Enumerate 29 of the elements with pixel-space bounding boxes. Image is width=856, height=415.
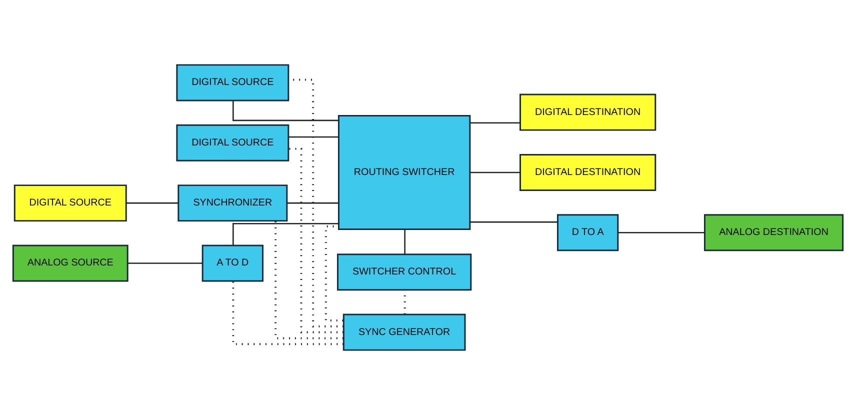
connector <box>324 225 344 322</box>
node-box: SYNC GENERATOR <box>342 314 466 351</box>
node-box: SYNCHRONIZER <box>178 184 288 222</box>
node-box: ANALOG DESTINATION <box>704 214 844 252</box>
connector <box>232 281 344 346</box>
connector <box>232 222 339 246</box>
connector <box>286 202 339 204</box>
node-box: D TO A <box>557 214 619 252</box>
connector <box>618 232 704 234</box>
connector <box>288 148 344 334</box>
node-box: A TO D <box>202 244 264 282</box>
connector <box>232 100 339 122</box>
node-box: DIGITAL SOURCE <box>176 64 290 102</box>
node-box: DIGITAL DESTINATION <box>520 154 656 191</box>
connector <box>470 172 520 174</box>
node-box: DIGITAL SOURCE <box>14 184 127 222</box>
connector <box>470 122 520 124</box>
node-box: DIGITAL DESTINATION <box>520 94 656 131</box>
node-box: ANALOG SOURCE <box>12 244 128 282</box>
connector <box>274 221 344 340</box>
node-box: SWITCHER CONTROL <box>337 254 472 291</box>
connector <box>128 262 202 264</box>
connector <box>126 202 178 204</box>
node-box: ROUTING SWITCHER <box>338 115 471 230</box>
node-box: DIGITAL SOURCE <box>176 124 290 162</box>
connector <box>288 78 344 328</box>
connector <box>470 221 558 223</box>
connector <box>404 229 406 254</box>
connector <box>288 136 338 138</box>
